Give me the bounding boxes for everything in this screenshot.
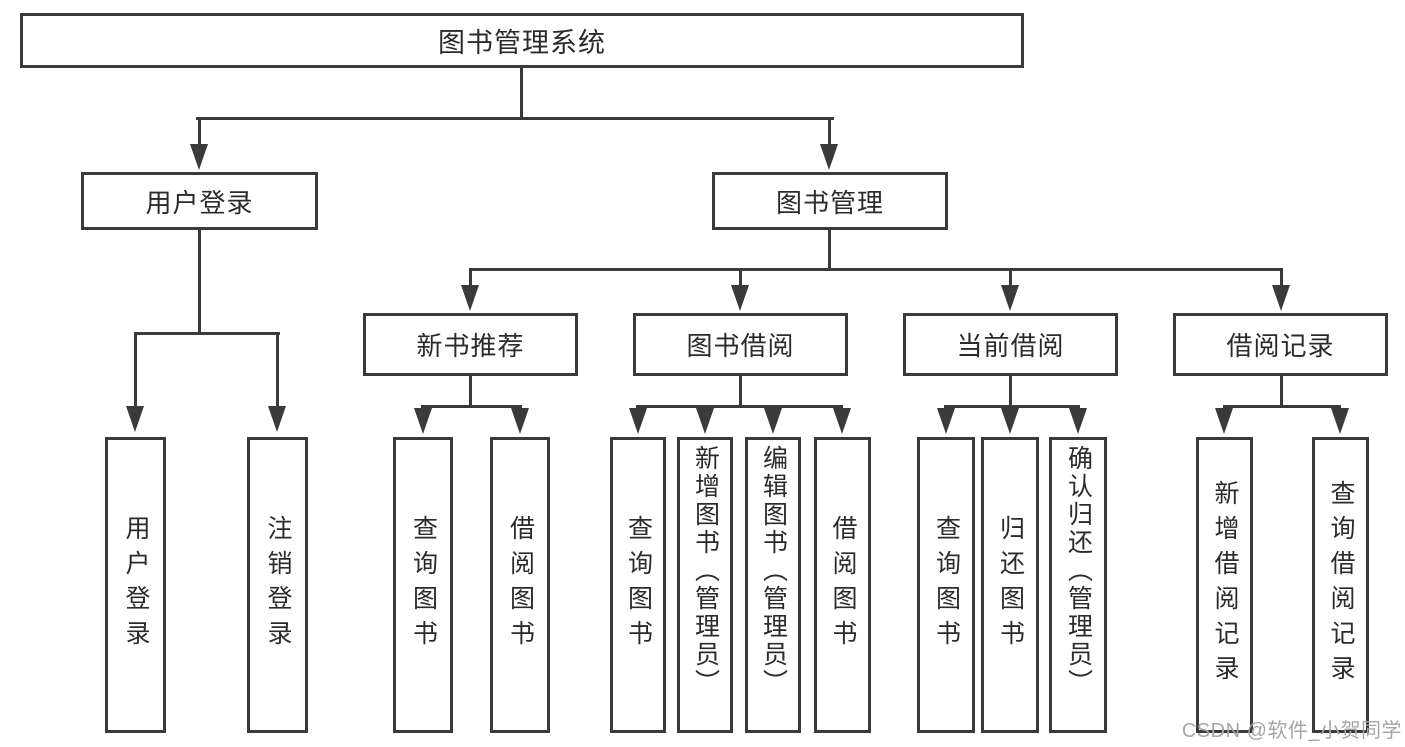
node-label: 当前借阅	[956, 331, 1065, 361]
connector-line	[739, 376, 742, 408]
node-label: 新增借阅记录	[1211, 480, 1239, 690]
node-book-management: 图书管理	[712, 172, 948, 230]
arrow-down-icon	[190, 144, 208, 170]
node-label: 注销登录	[264, 515, 292, 655]
arrow-down-icon	[1331, 408, 1349, 434]
node-label: 图书借阅	[686, 331, 795, 361]
leaf-borrow-edit-book-admin: 编辑图书（管理员）	[745, 437, 801, 733]
arrow-down-icon	[1272, 285, 1290, 311]
node-label: 图书管理系统	[438, 28, 606, 58]
leaf-borrow-borrow-book: 借阅图书	[814, 437, 871, 733]
node-label: 用户登录	[122, 515, 150, 655]
arrow-down-icon	[461, 285, 479, 311]
arrow-down-icon	[833, 408, 851, 434]
arrow-down-icon	[764, 408, 782, 434]
leaf-user-login: 用户登录	[105, 437, 166, 733]
connector-line	[276, 334, 279, 406]
csdn-watermark: CSDN @软件_小贺同学	[1181, 720, 1402, 742]
connector-line	[134, 334, 137, 406]
leaf-record-query: 查询借阅记录	[1312, 437, 1369, 733]
arrow-down-icon	[1001, 285, 1019, 311]
node-label: 查询借阅记录	[1327, 480, 1355, 690]
node-label: 查询图书	[624, 515, 653, 655]
node-label: 归还图书	[996, 515, 1025, 655]
connector-line	[1223, 405, 1341, 408]
arrow-down-icon	[414, 408, 432, 434]
connector-line	[636, 405, 843, 408]
connector-line	[134, 332, 280, 335]
arrow-down-icon	[1215, 408, 1233, 434]
leaf-current-query-book: 查询图书	[917, 437, 975, 733]
connector-line	[469, 270, 472, 285]
leaf-record-add: 新增借阅记录	[1196, 437, 1253, 733]
node-current-borrow: 当前借阅	[903, 313, 1118, 376]
arrow-down-icon	[629, 408, 647, 434]
node-label: 查询图书	[932, 515, 961, 655]
node-label: 用户登录	[145, 187, 254, 218]
connector-line	[1280, 270, 1283, 285]
leaf-current-return-book: 归还图书	[981, 437, 1039, 733]
connector-line	[469, 376, 472, 408]
arrow-down-icon	[696, 408, 714, 434]
arrow-down-icon	[1069, 408, 1087, 434]
node-label: 图书管理	[775, 187, 884, 218]
arrow-down-icon	[126, 406, 144, 432]
connector-line	[944, 405, 1080, 408]
node-root-system: 图书管理系统	[20, 13, 1024, 68]
arrow-down-icon	[1001, 408, 1019, 434]
node-user-login: 用户登录	[81, 172, 318, 230]
node-label: 编辑图书（管理员）	[759, 445, 788, 697]
connector-line	[828, 119, 831, 145]
leaf-recommend-query-book: 查询图书	[393, 437, 453, 733]
connector-line	[198, 230, 201, 334]
connector-line	[421, 405, 522, 408]
connector-line	[196, 117, 834, 120]
node-book-borrow: 图书借阅	[633, 313, 848, 376]
arrow-down-icon	[731, 285, 749, 311]
connector-line	[198, 119, 201, 145]
node-label: 查询图书	[409, 515, 438, 655]
leaf-current-confirm-return-admin: 确认归还（管理员）	[1049, 437, 1107, 733]
node-borrow-record: 借阅记录	[1173, 313, 1388, 376]
node-label: 新书推荐	[416, 331, 525, 361]
connector-line	[739, 270, 742, 285]
leaf-borrow-add-book-admin: 新增图书（管理员）	[677, 437, 733, 733]
arrow-down-icon	[820, 144, 838, 170]
connector-line	[1009, 376, 1012, 408]
node-label: 确认归还（管理员）	[1064, 445, 1093, 697]
node-label: 新增图书（管理员）	[691, 445, 720, 697]
arrow-down-icon	[511, 408, 529, 434]
arrow-down-icon	[937, 408, 955, 434]
node-label: 借阅图书	[829, 515, 857, 655]
leaf-recommend-borrow-book: 借阅图书	[490, 437, 550, 733]
connector-line	[520, 68, 523, 120]
connector-line	[828, 230, 831, 271]
leaf-borrow-query-book: 查询图书	[610, 437, 666, 733]
connector-line	[469, 268, 1283, 271]
node-new-book-recommend: 新书推荐	[363, 313, 578, 376]
arrow-down-icon	[268, 406, 286, 432]
node-label: 借阅图书	[506, 515, 535, 655]
connector-line	[1280, 376, 1283, 408]
node-label: 借阅记录	[1226, 331, 1335, 361]
connector-line	[1009, 270, 1012, 285]
leaf-logout: 注销登录	[247, 437, 308, 733]
